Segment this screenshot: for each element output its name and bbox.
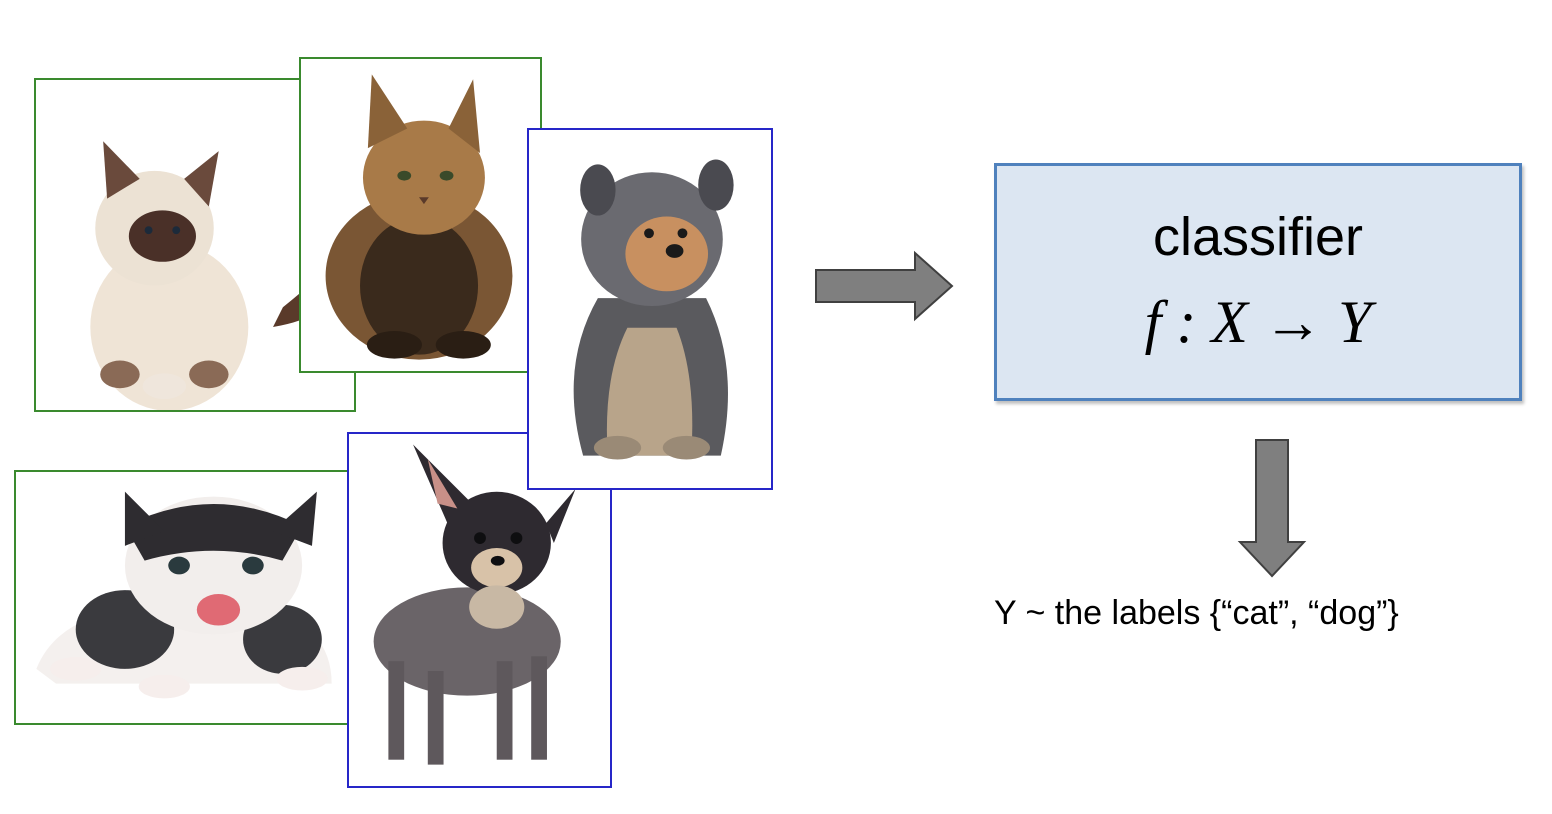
cat-illustration (325, 74, 513, 360)
right-arrow-icon (815, 250, 954, 322)
classifier-box: classifier f : X → Y (994, 163, 1522, 401)
classifier-title: classifier (1152, 207, 1364, 267)
cat-image-3 (14, 470, 354, 725)
dog-illustration (573, 159, 734, 460)
dog-image-2 (347, 432, 612, 788)
cat-image-2 (299, 57, 542, 373)
cat-illustration (36, 491, 332, 699)
dog-illustration (373, 444, 576, 765)
classifier-formula: f : X → Y (1144, 289, 1372, 355)
dog-image-1 (527, 128, 773, 490)
down-arrow-icon (1237, 439, 1307, 578)
labels-caption: Y ~ the labels {“cat”, “dog”} (994, 594, 1399, 632)
